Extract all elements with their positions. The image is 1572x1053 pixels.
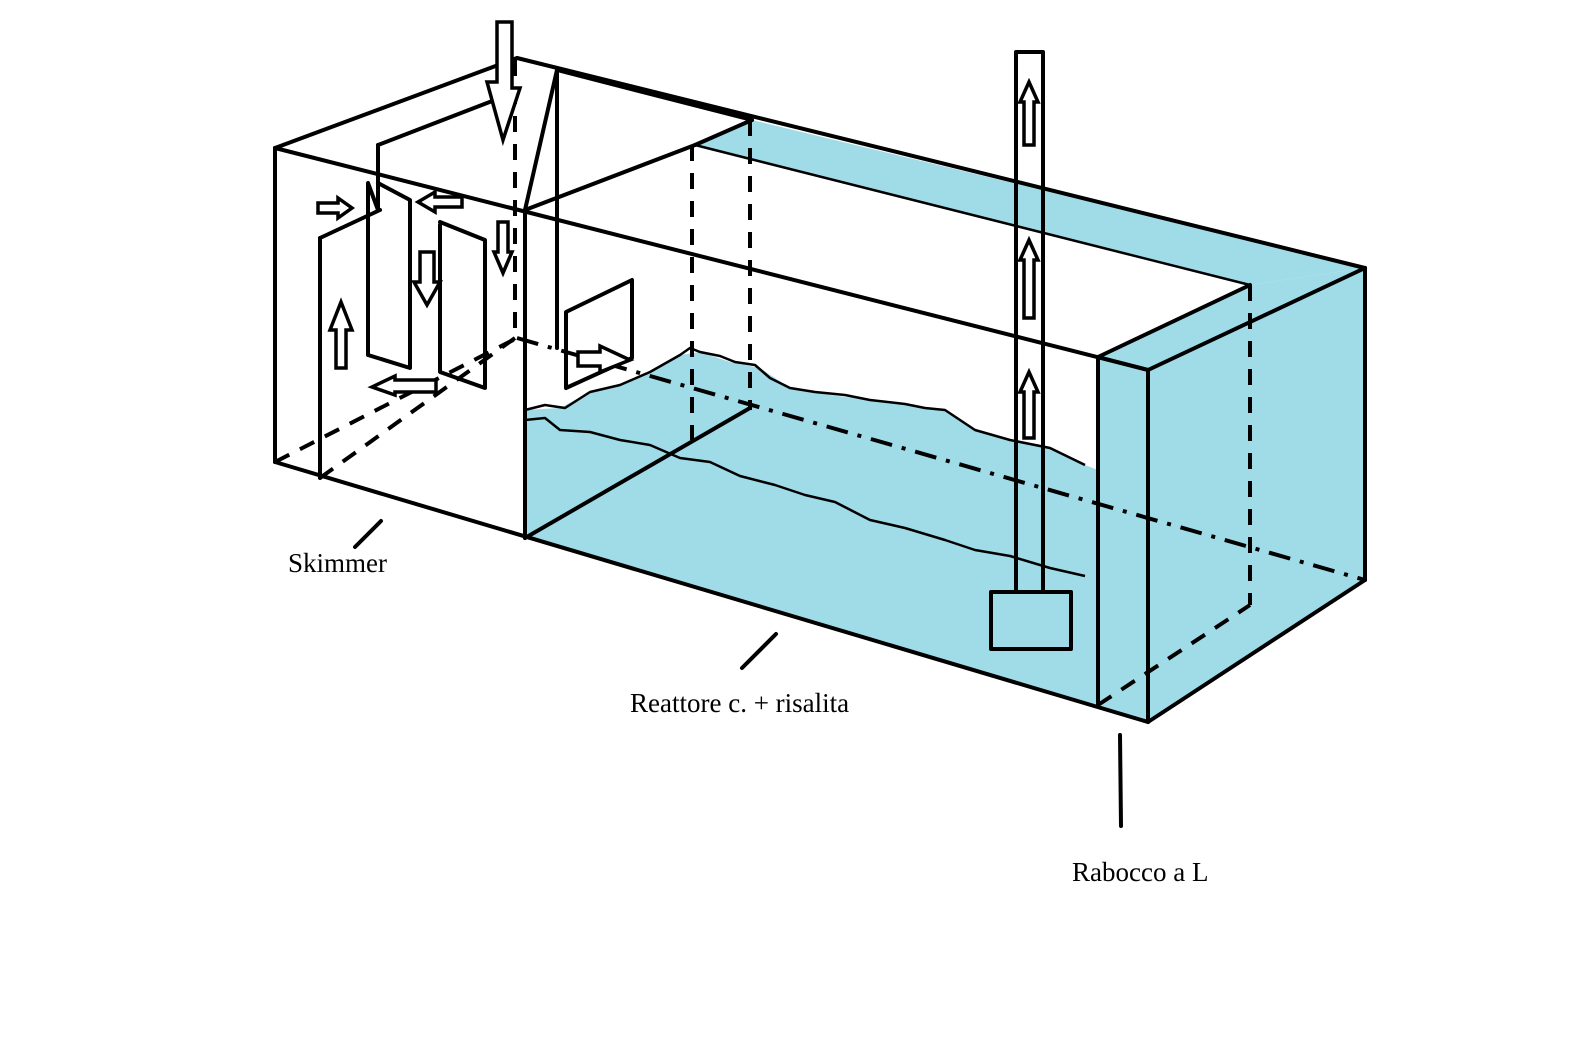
divider-2-top-a: [523, 143, 697, 212]
sand-surface: [524, 416, 1086, 578]
pipe-arrow-3-icon: [1017, 367, 1041, 440]
baffle-1: [366, 143, 412, 370]
divider-3-topedge: [1096, 355, 1150, 372]
divider-3-top: [1096, 283, 1252, 359]
edge-right-top: [1146, 266, 1367, 372]
divider-2-bottom: [523, 406, 752, 540]
arrow-left-bottom-icon: [367, 373, 438, 398]
divider-1-top: [523, 68, 559, 212]
water-right-floor: [1098, 285, 1250, 722]
divider-2-topline: [555, 68, 754, 122]
return-pump: [989, 50, 1073, 651]
edge-bottom-back-hidden: [516, 336, 1366, 582]
tank-outline: [273, 56, 1367, 724]
skimmer-inner-wall-bottom: [318, 336, 517, 480]
water-back-wall: [695, 120, 1365, 285]
arrow-right-icon: [316, 194, 356, 222]
divider-2-top-b: [693, 118, 754, 147]
pipe-arrow-2-icon: [1017, 235, 1041, 320]
divider-3-bottom: [1096, 603, 1252, 707]
edge-bottom-left-hidden: [274, 336, 518, 464]
water-fills: [525, 120, 1365, 722]
skimmer-section: [316, 20, 523, 480]
label-reactor: Reattore c. + risalita: [630, 688, 850, 718]
arrow-down-icon: [411, 250, 443, 309]
label-skimmer: Skimmer: [288, 548, 387, 578]
inlet-arrow-icon: [484, 20, 523, 147]
leader-topup: [1118, 733, 1123, 828]
arrow-down-small-icon: [491, 220, 515, 278]
edge-bottom-right: [1146, 578, 1367, 724]
water-surface: [524, 346, 1086, 467]
arrow-up-icon: [327, 297, 355, 370]
reactor-section: [524, 278, 1086, 578]
label-topup: Rabocco a L: [1072, 857, 1209, 887]
leader-skimmer: [353, 519, 383, 549]
dividers: [513, 60, 1252, 707]
baffle-2: [438, 220, 487, 390]
arrow-left-icon: [414, 188, 464, 216]
return-pipe: [1014, 50, 1045, 594]
edge-top-back: [515, 56, 1367, 270]
arrow-flow-icon: [576, 343, 635, 375]
leader-reactor: [740, 632, 778, 670]
leader-lines: [353, 519, 1123, 828]
water-main: [525, 352, 1098, 705]
divider-2-mid: [694, 143, 1251, 287]
edge-bottom-front: [273, 460, 1150, 724]
reactor-window: [564, 278, 634, 390]
edge-top-left: [273, 56, 519, 150]
edge-top-front: [273, 146, 1150, 372]
baffle-top-line: [376, 96, 502, 147]
pipe-arrow-1-icon: [1017, 77, 1041, 147]
